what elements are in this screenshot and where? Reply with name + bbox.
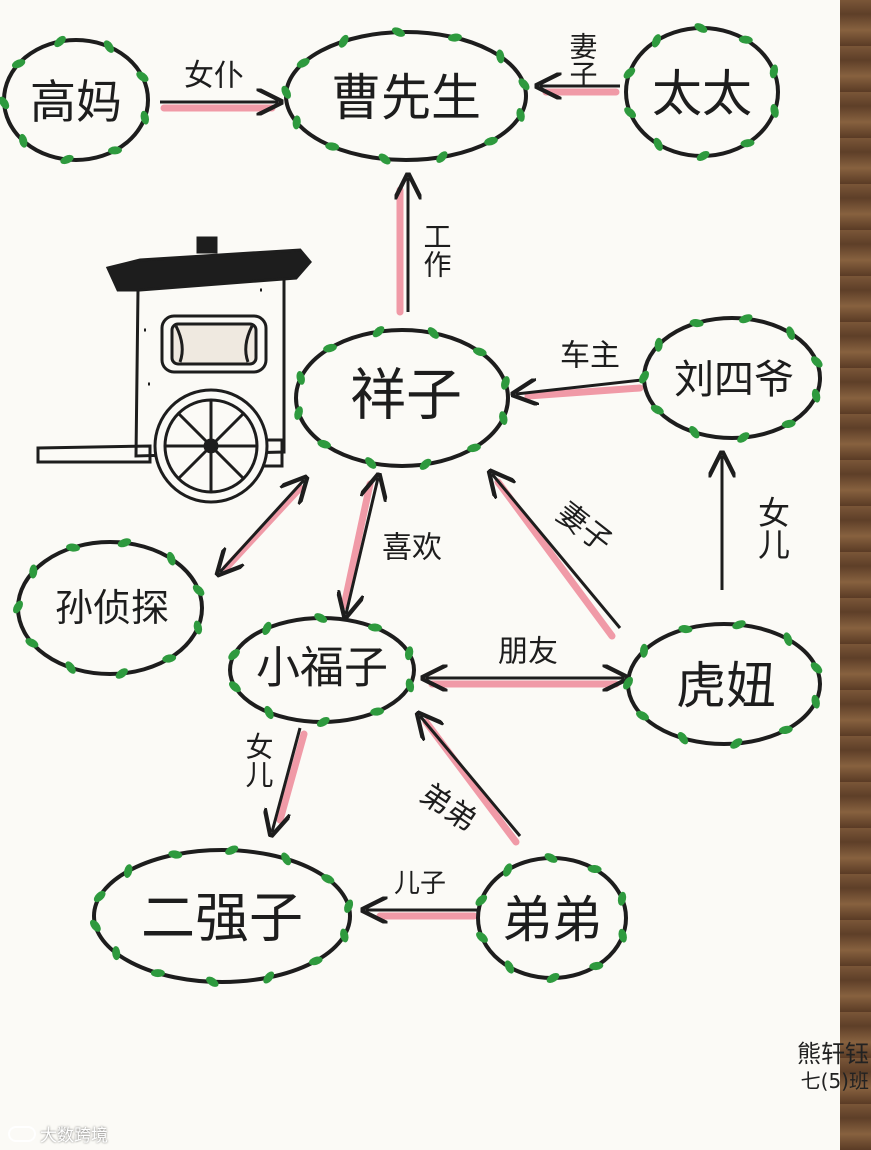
rickshaw-illustration [38,238,310,502]
relation-label: 喜欢 [382,531,442,566]
relation-label: 妻子 [566,32,599,88]
leaf-icon [123,863,134,878]
signature-class: 七(5)班 [777,1069,869,1093]
node-label: 高妈 [30,75,122,129]
leaf-icon [112,946,121,961]
relation-label: 朋友 [498,635,558,670]
leaf-icon [543,851,559,865]
node-label: 孙侦探 [55,586,169,630]
node-label: 刘四爷 [674,357,794,403]
relation-label: 女儿 [753,496,791,560]
leaf-icon [738,312,754,324]
node-label: 虎妞 [676,657,776,715]
leaf-icon [390,25,406,38]
node-taitai: 太太 [626,28,778,156]
node-label: 二强子 [141,887,303,950]
relation-label: 女儿 [242,732,275,788]
node-label: 曹先生 [331,69,481,127]
leaf-icon [785,325,797,341]
leaf-decorations [0,21,825,989]
relation-label: 儿子 [394,869,446,899]
watermark-logo-icon [8,1126,36,1142]
student-signature: 熊轩钰 七(5)班 [777,1040,869,1093]
leaf-icon [501,862,514,878]
node-xiaofuzi: 小福子 [230,618,414,722]
leaf-icon [495,49,505,64]
leaf-icon [503,959,516,975]
leaf-icon [168,849,183,859]
character-nodes: 高妈 曹先生 太太 祥子 刘四爷 孙侦探 [4,28,820,982]
node-label: 太太 [652,65,752,123]
leaf-icon [652,136,665,152]
watermark-text: 大数跨境 [40,1121,108,1146]
leaf-icon [59,153,75,166]
relation-label: 工作 [420,222,453,278]
leaf-icon [116,537,132,549]
relation-label: 女仆 [184,59,244,94]
watermark: 大数跨境 [8,1121,108,1146]
relation-label-vertical: 妻子 [566,32,599,88]
node-didi: 弟弟 [478,858,626,978]
relation-label: 车主 [560,339,620,374]
leaf-icon [342,898,354,914]
leaf-icon [134,69,150,84]
leaf-icon [279,84,292,100]
leaf-icon [224,844,240,857]
leaf-icon [731,618,747,630]
node-label: 弟弟 [502,891,602,949]
leaf-icon [165,551,177,567]
leaf-icon [650,33,663,49]
node-label: 小福子 [256,643,388,694]
leaf-icon [693,21,709,35]
signature-name: 熊轩钰 [777,1040,869,1069]
leaf-icon [151,969,165,977]
node-label: 祥子 [350,364,462,429]
leaf-icon [313,611,329,625]
relation-label: 妻子 [550,496,619,561]
